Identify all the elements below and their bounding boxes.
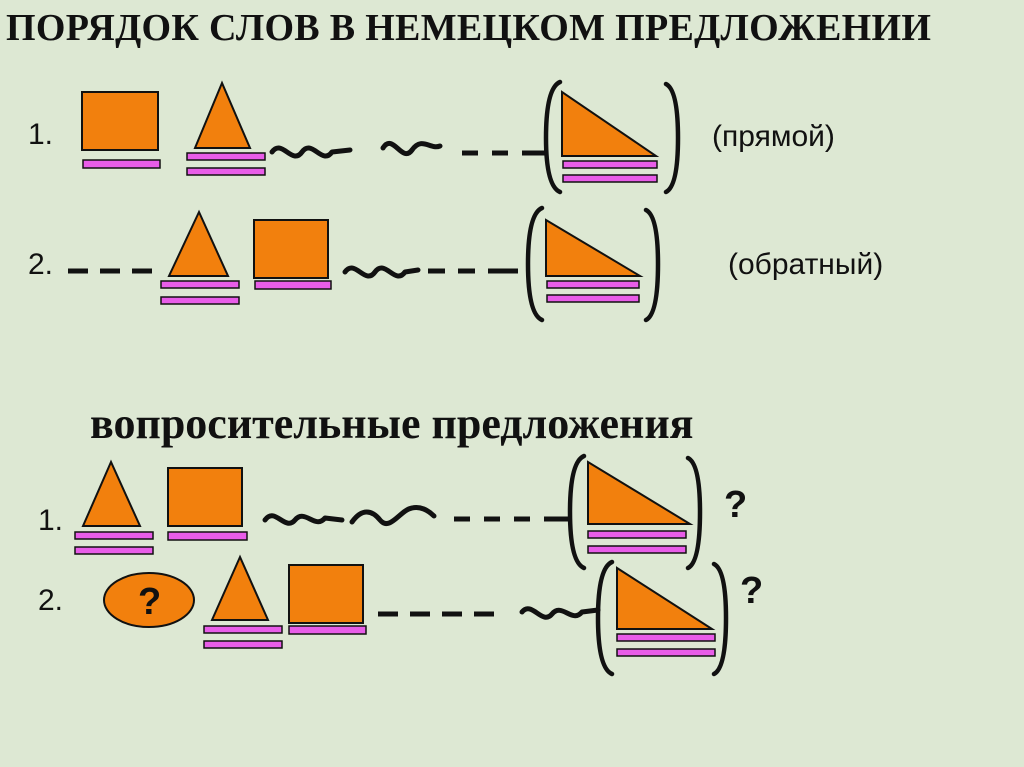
scheme-inverse — [68, 205, 661, 323]
wavy-line-icon — [380, 141, 443, 157]
row-number-1: 1. — [28, 118, 54, 151]
underline-double-top — [562, 160, 658, 169]
underline-single — [254, 280, 332, 290]
underline-double-top — [546, 280, 640, 289]
right-triangle-icon — [587, 460, 694, 525]
wavy-line-icon — [349, 505, 437, 526]
bracket-left-icon — [595, 559, 615, 677]
triangle-icon — [81, 459, 142, 527]
square-icon — [167, 467, 243, 527]
underline-double-bottom — [562, 174, 658, 183]
page-title: ПОРЯДОК СЛОВ В НЕМЕЦКОМ ПРЕДЛОЖЕНИИ — [6, 7, 932, 49]
scheme-question-2: ? — [103, 554, 729, 677]
right-triangle-icon — [561, 90, 660, 157]
underline-single — [288, 625, 367, 635]
question-mark-2: ? — [740, 570, 764, 612]
scheme-direct — [81, 79, 681, 195]
bracket-left-icon — [567, 453, 587, 571]
triangle-icon — [193, 80, 252, 149]
underline-double-bottom — [74, 546, 154, 555]
underline-double-bottom — [546, 294, 640, 303]
bracket-right-icon — [643, 207, 661, 323]
question-number-2: 2. — [38, 584, 64, 617]
question-mark-1: ? — [724, 484, 748, 526]
bracket-left-icon — [543, 79, 563, 195]
underline-double-top — [203, 625, 283, 634]
underline-double-top — [186, 152, 266, 161]
underline-double-bottom — [587, 545, 687, 554]
square-icon — [81, 91, 159, 151]
underline-double-top — [74, 531, 154, 540]
label-direct: (прямой) — [712, 120, 835, 153]
underline-double-bottom — [203, 640, 283, 649]
section-title-questions: вопросительные предложения — [90, 399, 694, 448]
label-inverse: (обратный) — [728, 248, 884, 281]
question-word-oval — [103, 572, 195, 628]
bracket-left-icon — [525, 205, 545, 323]
triangle-icon — [210, 554, 270, 621]
row-number-2: 2. — [28, 248, 54, 281]
underline-double-top — [160, 280, 240, 289]
underline-double-top — [587, 530, 687, 539]
underline-double-bottom — [616, 648, 716, 657]
wavy-line-icon — [342, 265, 421, 279]
underline-single — [82, 159, 161, 169]
scheme-question-1 — [74, 453, 703, 571]
square-icon — [288, 564, 364, 624]
wavy-line-icon — [262, 513, 345, 526]
right-triangle-icon — [545, 218, 644, 277]
right-triangle-icon — [616, 566, 716, 630]
wavy-line-icon — [269, 145, 353, 159]
bracket-right-icon — [663, 81, 681, 195]
bracket-right-icon — [685, 455, 703, 571]
bracket-right-icon — [711, 561, 729, 677]
wavy-line-icon — [519, 606, 601, 620]
square-icon — [253, 219, 329, 279]
underline-single — [167, 531, 248, 541]
question-number-1: 1. — [38, 504, 64, 537]
underline-double-bottom — [186, 167, 266, 176]
underline-double-bottom — [160, 296, 240, 305]
question-icon: ? — [138, 581, 161, 623]
underline-double-top — [616, 633, 716, 642]
triangle-icon — [167, 209, 230, 277]
